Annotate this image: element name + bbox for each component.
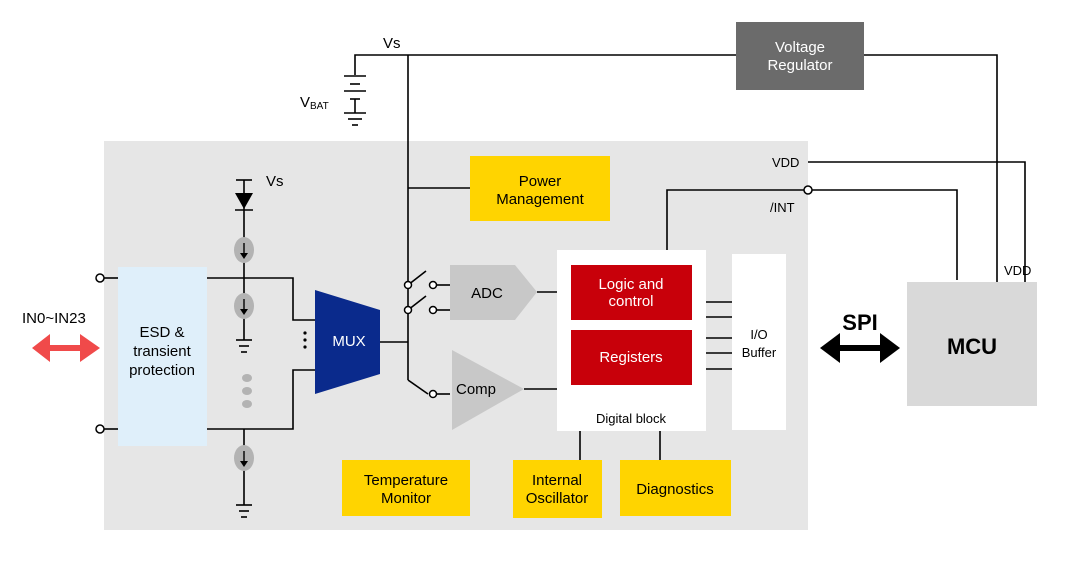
input-arrow (32, 334, 100, 362)
current-source-icon (233, 292, 255, 320)
diagnostics-block (620, 460, 731, 516)
esd-block (118, 267, 207, 446)
spi-label: SPI (842, 310, 877, 335)
registers-label: Registers (599, 349, 662, 366)
current-source-icon (233, 236, 255, 264)
mux-input-dots (303, 331, 307, 349)
vdd-mcu-label: VDD (1004, 263, 1031, 278)
input-pin-bottom (95, 424, 105, 434)
voltage-regulator-label: Voltage (775, 39, 825, 56)
power-management-block (470, 156, 610, 221)
io-buffer-label: I/O (750, 327, 767, 342)
ellipsis-dots (242, 374, 252, 408)
internal-oscillator-block (513, 460, 602, 518)
internal-oscillator-label: Internal (532, 472, 582, 489)
diagnostics-label: Diagnostics (636, 481, 714, 498)
svg-text:protection: protection (129, 362, 195, 379)
comparator-block (452, 350, 524, 430)
logic-label: Logic and (598, 276, 663, 293)
esd-label: ESD & (139, 324, 184, 341)
power-management-label: Power (519, 173, 562, 190)
current-source-icon (233, 444, 255, 472)
mux-label: MUX (332, 333, 365, 350)
comp-label: Comp (456, 381, 496, 398)
svg-text:control: control (608, 293, 653, 310)
svg-text:Management: Management (496, 191, 584, 208)
mux-block (315, 290, 380, 394)
temperature-monitor-block (342, 460, 470, 516)
vbat-label: VBAT (300, 94, 329, 112)
int-label: /INT (770, 200, 795, 215)
svg-text:transient: transient (133, 343, 191, 360)
vdd-top-label: VDD (772, 155, 799, 170)
battery-symbol (344, 75, 366, 126)
temperature-monitor-label: Temperature (364, 472, 448, 489)
ground-symbol (236, 339, 252, 518)
supply-wiring (354, 54, 1026, 285)
svg-text:Buffer: Buffer (742, 345, 777, 360)
adc-label: ADC (471, 285, 503, 302)
vs-top-label: Vs (383, 35, 401, 52)
spi-arrow (820, 333, 900, 363)
svg-text:Monitor: Monitor (381, 490, 431, 507)
input-pin-top (95, 273, 105, 283)
svg-text:Oscillator: Oscillator (526, 490, 589, 507)
registers-block (571, 330, 692, 385)
inputs-label: IN0~IN23 (22, 310, 86, 327)
vs-diode-label: Vs (266, 173, 284, 190)
voltage-regulator-block (736, 22, 864, 90)
adc-block (450, 265, 537, 320)
bus-lines (579, 301, 732, 460)
int-node (803, 185, 813, 195)
diode-symbol (235, 179, 253, 211)
mcu-label: MCU (947, 334, 997, 359)
digital-block-label: Digital block (596, 411, 667, 426)
logic-control-block (571, 265, 692, 320)
switch-contacts (403, 280, 438, 399)
svg-text:Regulator: Regulator (767, 57, 832, 74)
mcu-block (907, 282, 1037, 406)
io-buffer-block (732, 254, 786, 430)
